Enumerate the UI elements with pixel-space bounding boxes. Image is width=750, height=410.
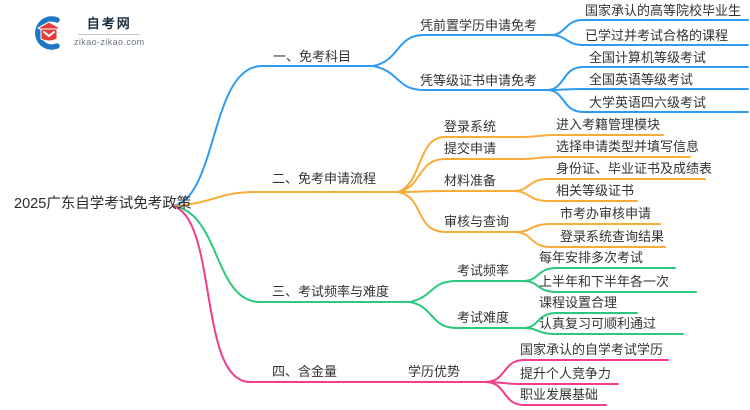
branch3-sub2-label: 考试难度 bbox=[457, 310, 510, 325]
site-logo: 自考网 zikao-zikao.com bbox=[30, 15, 145, 51]
logo-divider bbox=[78, 34, 141, 35]
branch2-label: 二、免考申请流程 bbox=[272, 171, 377, 186]
logo-site-url: zikao-zikao.com bbox=[74, 37, 145, 47]
branch2-sub2-label: 提交申请 bbox=[444, 141, 497, 156]
branch3-leaf3-label: 课程设置合理 bbox=[539, 295, 618, 310]
branch1-sub1-label: 凭前置学历申请免考 bbox=[420, 18, 538, 33]
branch4-leaf3-label: 职业发展基础 bbox=[520, 387, 599, 402]
branch2-links bbox=[172, 134, 706, 248]
branch1-leaf5-label: 大学英语四六级考试 bbox=[589, 95, 707, 110]
branch2-leaf2-label: 选择申请类型并填写信息 bbox=[556, 139, 700, 154]
branch2-leaf1-label: 进入考籍管理模块 bbox=[556, 117, 661, 132]
branch1-leaf2-label: 已学过并考试合格的课程 bbox=[585, 28, 729, 43]
branch4-leaf2-label: 提升个人竞争力 bbox=[520, 366, 612, 381]
branch2-leaf3-label: 身份证、毕业证书及成绩表 bbox=[556, 161, 713, 176]
branch3-label: 三、考试频率与难度 bbox=[272, 284, 390, 299]
branch2-sub1-label: 登录系统 bbox=[444, 119, 497, 134]
root-node: 2025广东自学考试免考政策 bbox=[14, 196, 192, 212]
branch3-links bbox=[172, 205, 697, 335]
branch1-leaf1-label: 国家承认的高等院校毕业生 bbox=[585, 3, 742, 18]
branch3-sub1-label: 考试频率 bbox=[457, 263, 510, 278]
branch3-leaf4-label: 认真复习可顺利通过 bbox=[539, 316, 657, 331]
branch1-leaf3-label: 全国计算机等级考试 bbox=[589, 50, 707, 65]
branch1-label: 一、免考科目 bbox=[273, 49, 352, 64]
branch2-leaf5-label: 市考办审核申请 bbox=[560, 206, 652, 221]
graduation-cap-logo-icon bbox=[35, 16, 62, 50]
branch1-links bbox=[172, 19, 749, 207]
branch3-leaf2-label: 上半年和下半年各一次 bbox=[539, 274, 670, 289]
branch3-leaf1-label: 每年安排多次考试 bbox=[539, 250, 644, 265]
logo-site-name: 自考网 bbox=[86, 16, 132, 31]
branch4-sub1-label: 学历优势 bbox=[408, 364, 461, 379]
branch2-leaf4-label: 相关等级证书 bbox=[556, 183, 635, 198]
branch1-sub2-label: 凭等级证书申请免考 bbox=[420, 73, 538, 88]
branch1-leaf4-label: 全国英语等级考试 bbox=[589, 72, 694, 87]
branch2-sub3-label: 材料准备 bbox=[444, 173, 497, 188]
branch4-leaf1-label: 国家承认的自学考试学历 bbox=[520, 342, 664, 357]
branch4-label: 四、含金量 bbox=[272, 364, 338, 379]
branch2-sub4-label: 审核与查询 bbox=[444, 214, 510, 229]
branch2-leaf6-label: 登录系统查询结果 bbox=[560, 229, 665, 244]
branch4-links bbox=[172, 205, 669, 406]
